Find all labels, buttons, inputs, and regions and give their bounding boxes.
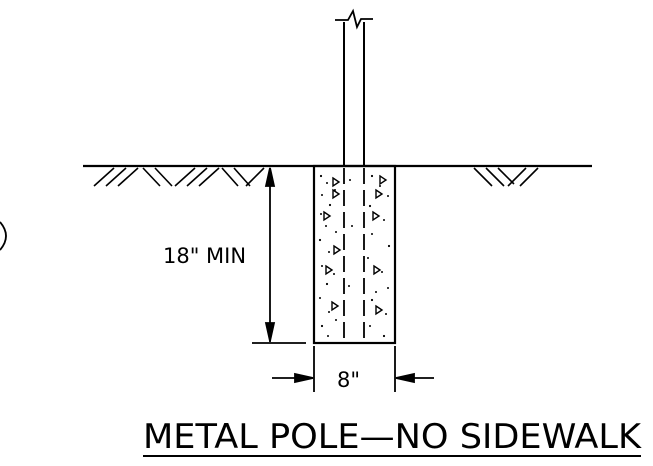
metal-pole <box>343 22 365 166</box>
concrete-aggregate <box>323 174 388 316</box>
pole-break-symbol <box>335 8 373 30</box>
concrete-stipple <box>318 174 391 338</box>
depth-label: 18" MIN <box>163 244 246 268</box>
earth-hatch-left <box>93 167 265 187</box>
diagram-title: METAL POLE—NO SIDEWALK <box>143 417 643 457</box>
cropped-callout-arc <box>0 221 7 251</box>
concrete-footing <box>312 164 397 345</box>
width-dimension <box>272 346 434 392</box>
width-label: 8" <box>337 368 360 392</box>
pole-embedded-hidden-lines <box>343 168 365 342</box>
depth-dimension <box>252 167 306 344</box>
earth-hatch-right <box>473 167 539 187</box>
